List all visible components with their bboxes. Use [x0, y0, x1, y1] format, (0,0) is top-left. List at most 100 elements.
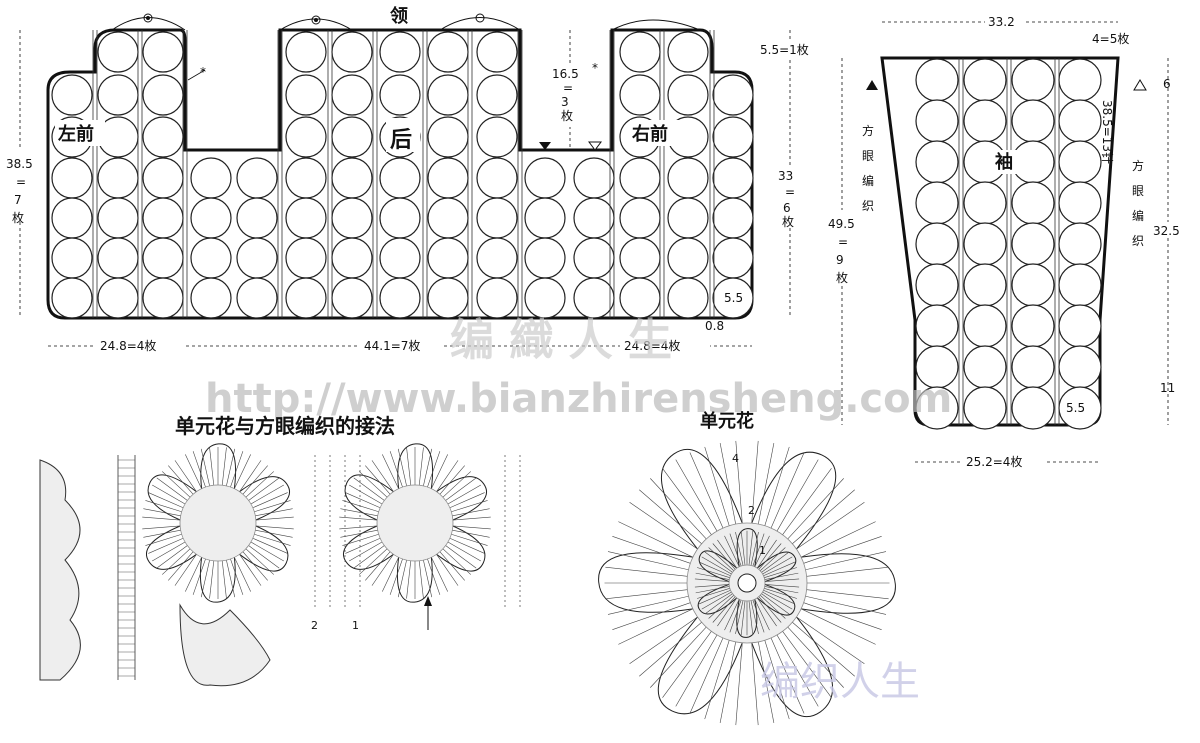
- stitch-mark: [752, 599, 765, 633]
- motif-circle: [915, 99, 959, 143]
- stitch-mark: [418, 560, 424, 599]
- stitch-mark: [607, 595, 689, 615]
- motif-circle: [963, 345, 1007, 389]
- motif-circle: [712, 157, 754, 199]
- motif-circle: [97, 237, 139, 279]
- petal: [239, 525, 289, 572]
- stitch-mark: [763, 589, 795, 605]
- watermark-bottom: 编织人生: [760, 659, 920, 705]
- stitch-mark: [792, 622, 855, 677]
- motif-circle: [142, 197, 184, 239]
- stitch-mark: [762, 556, 793, 575]
- motif-circle: [619, 31, 661, 73]
- partial-flower-bottom: [179, 603, 271, 687]
- stitch-mark: [221, 447, 227, 486]
- motif-circle: [142, 237, 184, 279]
- motif-circle: [573, 237, 615, 279]
- stitch-mark: [712, 596, 736, 623]
- stitch-mark: [248, 545, 280, 569]
- petal: [344, 474, 394, 521]
- motif-circle: [427, 116, 469, 158]
- motif-circle: [915, 263, 959, 307]
- petal: [397, 443, 434, 489]
- motif-circle: [97, 197, 139, 239]
- stitch-mark: [423, 559, 433, 598]
- sleeve-inner-height: 38.5=13针: [1100, 100, 1115, 164]
- motif-circle: [379, 31, 421, 73]
- sleeve-label: 袖: [995, 151, 1013, 173]
- asterisk-mark-right: *: [592, 61, 598, 75]
- stitch-mark: [452, 525, 491, 530]
- stitch-mark: [764, 640, 790, 720]
- stitch-mark: [250, 484, 284, 505]
- motif-circle: [476, 31, 518, 73]
- stitch-mark: [447, 541, 481, 562]
- stitch-mark: [445, 477, 477, 501]
- stitch-mark: [629, 502, 698, 550]
- join-marker-2: 2: [311, 619, 318, 632]
- stitch-mark: [650, 478, 707, 540]
- stitch-mark: [209, 447, 215, 486]
- stitch-mark: [605, 566, 688, 577]
- motif-circle: [51, 277, 93, 319]
- motif-circle: [915, 181, 959, 225]
- motif-circle: [1058, 140, 1102, 184]
- stitch-mark: [763, 561, 795, 577]
- stitch-mark: [185, 454, 202, 489]
- stitch-mark: [452, 529, 490, 538]
- motif-circle: [190, 237, 232, 279]
- stitch-mark: [436, 460, 459, 492]
- round-label-4: 4: [732, 452, 739, 465]
- motif-circle: [667, 74, 709, 116]
- stitch-mark: [701, 556, 732, 575]
- petal: [756, 551, 797, 583]
- stitch-mark: [776, 459, 819, 532]
- stitch-mark: [145, 533, 182, 546]
- stitch-mark: [607, 551, 689, 571]
- motif-circle: [97, 31, 139, 73]
- stitch-mark: [612, 602, 691, 630]
- stitch-mark: [255, 508, 293, 517]
- stitch-mark: [185, 557, 202, 592]
- motif-circle: [1058, 304, 1102, 348]
- motif-circle: [573, 197, 615, 239]
- stitch-mark: [729, 599, 742, 633]
- motif-circle: [712, 237, 754, 279]
- stitch-mark: [451, 533, 488, 546]
- stitch-mark: [230, 451, 244, 488]
- motif-circle: [236, 197, 278, 239]
- stitch-mark: [697, 588, 730, 599]
- motif-circle: [51, 197, 93, 239]
- motif-circle: [619, 157, 661, 199]
- stitch-mark: [717, 539, 738, 569]
- stitch-mark: [200, 448, 210, 487]
- motif-circle: [427, 74, 469, 116]
- stitch-mark: [449, 537, 485, 554]
- stitch-mark: [764, 446, 790, 526]
- motif-circle: [379, 277, 421, 319]
- motif-diagram-title: 单元花: [700, 410, 754, 432]
- stitch-mark: [254, 500, 291, 513]
- motif-circle: [1058, 99, 1102, 143]
- stitch-mark: [255, 516, 294, 521]
- motif-circle: [97, 277, 139, 319]
- motif-circle: [285, 157, 327, 199]
- stitch-mark: [650, 626, 707, 688]
- stitch-mark: [248, 477, 280, 501]
- motif-circle: [190, 197, 232, 239]
- stitch-mark: [148, 537, 184, 554]
- motif-circle: [331, 157, 373, 199]
- stitch-mark: [806, 566, 889, 577]
- stitch-mark: [161, 548, 191, 575]
- stitch-mark: [712, 543, 736, 570]
- stitch-mark: [439, 551, 465, 581]
- motif-circle: [236, 157, 278, 199]
- stitch-mark: [439, 465, 465, 495]
- motif-circle: [963, 386, 1007, 430]
- motif-circle: [427, 157, 469, 199]
- stitch-mark: [174, 554, 197, 586]
- stitch-mark: [758, 641, 775, 723]
